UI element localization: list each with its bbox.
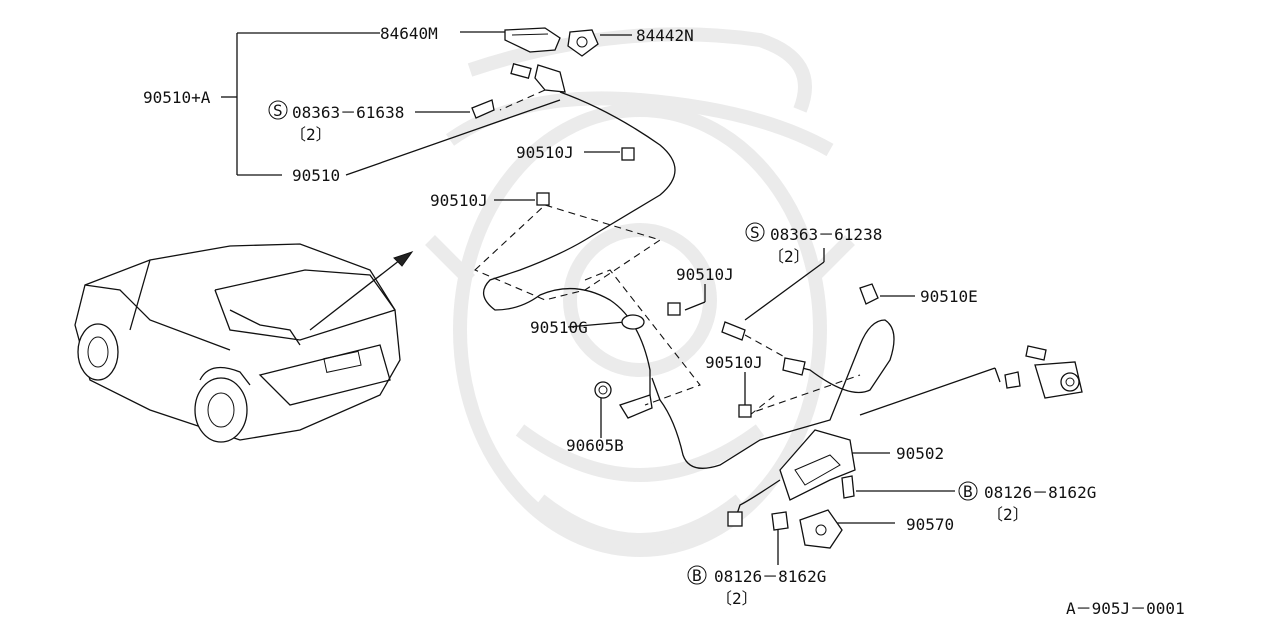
clip-90510J-2 [536, 192, 550, 206]
label-90510G: 90510G [530, 318, 588, 337]
grommet-90510G [621, 314, 645, 330]
b-symbol-2 [687, 565, 707, 585]
label-90510J-1: 90510J [516, 143, 574, 162]
key-cylinder [859, 345, 1083, 416]
s-label-2: S [750, 223, 760, 242]
leader-lines [221, 31, 955, 565]
s-label-1: S [273, 101, 283, 120]
b-symbol-1 [958, 481, 978, 501]
clip-90510J-1 [621, 147, 635, 161]
label-bolt-08126-8162G-2: 08126－8162G [714, 567, 826, 586]
label-84442N: 84442N [636, 26, 694, 45]
label-90605B: 90605B [566, 436, 624, 455]
striker-90570 [799, 509, 843, 549]
qty-bolt-1: 〔2〕 [987, 505, 1029, 524]
s-symbol-2 [745, 222, 765, 242]
label-84640M: 84640M [380, 24, 438, 43]
label-90502: 90502 [896, 444, 944, 463]
opener-bracket [471, 63, 566, 119]
car-illustration [74, 243, 414, 443]
label-bolt-08126-8162G-1: 08126－8162G [984, 483, 1096, 502]
trunk-lock-90502 [727, 429, 856, 527]
cover-84442N [567, 29, 599, 57]
clip-90510J-4 [738, 404, 752, 418]
clip-90510J-3 [667, 302, 681, 316]
label-90510J-2: 90510J [430, 191, 488, 210]
opener-lever-84640M [504, 27, 561, 53]
clip-90510E [859, 283, 879, 305]
label-90510A: 90510+A [143, 88, 211, 107]
label-90570: 90570 [906, 515, 954, 534]
b-label-2: B [692, 566, 702, 585]
label-90510E: 90510E [920, 287, 978, 306]
label-screw-08363-61238: 08363－61238 [770, 225, 882, 244]
label-90510J-4: 90510J [705, 353, 763, 372]
b-label-1: B [963, 482, 973, 501]
label-screw-08363-61638: 08363－61638 [292, 103, 404, 122]
qty-screw-2: 〔2〕 [768, 247, 810, 266]
label-90510J-3: 90510J [676, 265, 734, 284]
screw-08363-61238 [721, 321, 806, 376]
bolt-08126-8162G-2 [771, 511, 789, 531]
s-symbol-1 [268, 100, 288, 120]
bolt-08126-8162G-1 [841, 475, 855, 499]
label-90510: 90510 [292, 166, 340, 185]
qty-screw-1: 〔2〕 [290, 125, 332, 144]
nut-90605B [594, 381, 612, 399]
qty-bolt-2: 〔2〕 [716, 589, 758, 608]
diagram-code: A－905J－0001 [1066, 599, 1185, 618]
watermark-logo [425, 27, 855, 557]
